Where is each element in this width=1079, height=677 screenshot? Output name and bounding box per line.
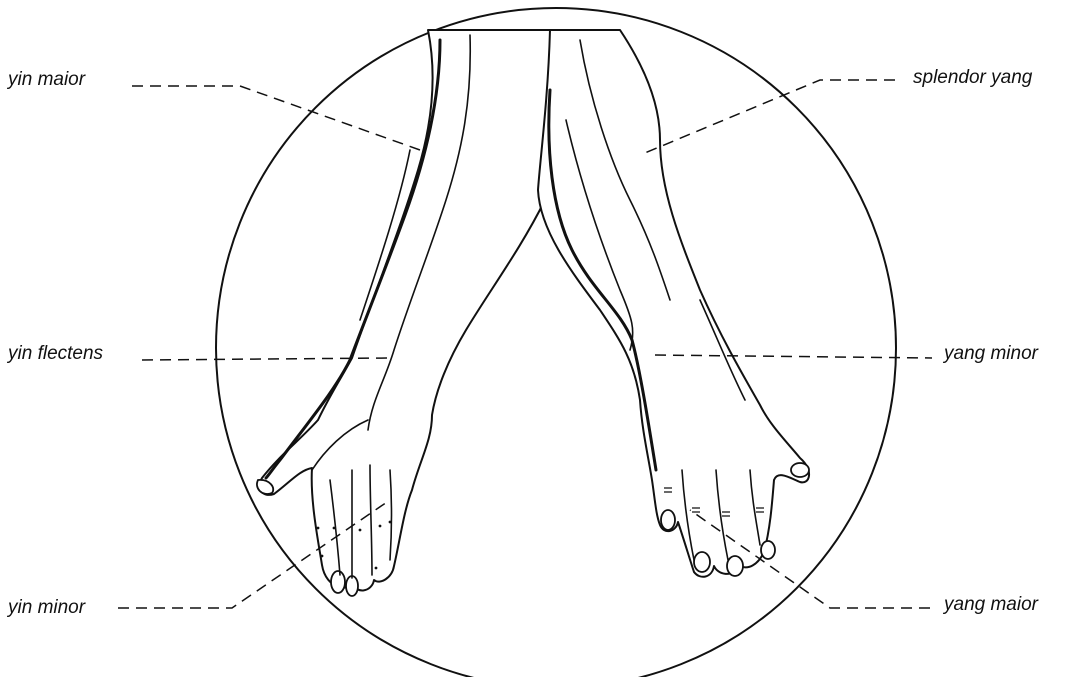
right-arm <box>538 30 809 577</box>
label-yin-flectens: yin flectens <box>8 344 103 363</box>
label-yang-maior: yang maior <box>944 595 1038 614</box>
left-arm <box>257 30 554 596</box>
label-yang-minor: yang minor <box>944 344 1038 363</box>
label-yin-minor: yin minor <box>8 598 85 617</box>
label-yin-maior: yin maior <box>8 70 85 89</box>
label-splendor-yang: splendor yang <box>913 68 1032 87</box>
